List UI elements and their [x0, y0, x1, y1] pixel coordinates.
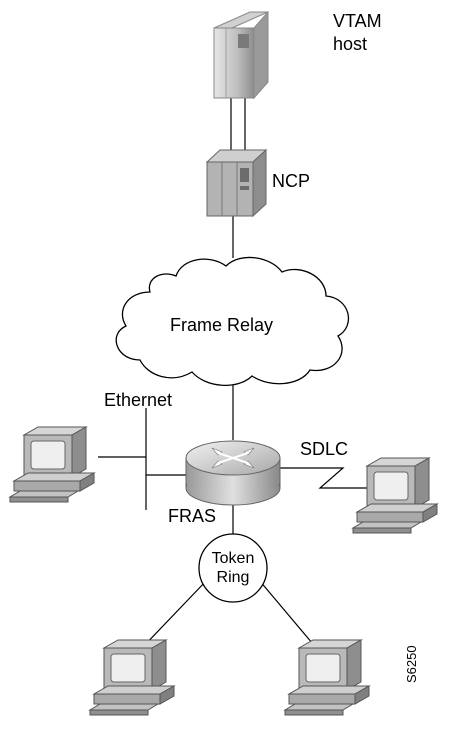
sdlc-label: SDLC: [300, 439, 349, 459]
pc-token-left-icon: [88, 639, 176, 716]
fras-label: FRAS: [168, 506, 217, 526]
frame-relay-label: Frame Relay: [170, 315, 274, 335]
frame-relay-cloud: [115, 256, 349, 387]
pc-ethernet-icon: [8, 426, 96, 503]
token-pc-left-link: [139, 579, 208, 651]
ethernet-label: Ethernet: [104, 390, 173, 410]
vtam-host-icon: [213, 10, 269, 100]
pc-token-right-icon: [283, 639, 371, 716]
pc-sdlc-icon: [351, 457, 439, 534]
connection-lines: [98, 97, 368, 651]
ncp-icon: [205, 148, 268, 218]
token-ring-label-line2: Ring: [216, 569, 250, 586]
token-ring-icon: [198, 533, 268, 603]
token-pc-right-link: [258, 579, 319, 651]
fras-router-icon: [185, 440, 281, 506]
vtam-label-line2: host: [333, 34, 368, 54]
token-ring-label-line1: Token: [211, 550, 255, 567]
vtam-label-line1: VTAM: [333, 11, 382, 31]
figure-id-label: S6250: [404, 645, 419, 683]
sdlc-link: [280, 467, 368, 489]
ncp-label: NCP: [272, 171, 311, 191]
